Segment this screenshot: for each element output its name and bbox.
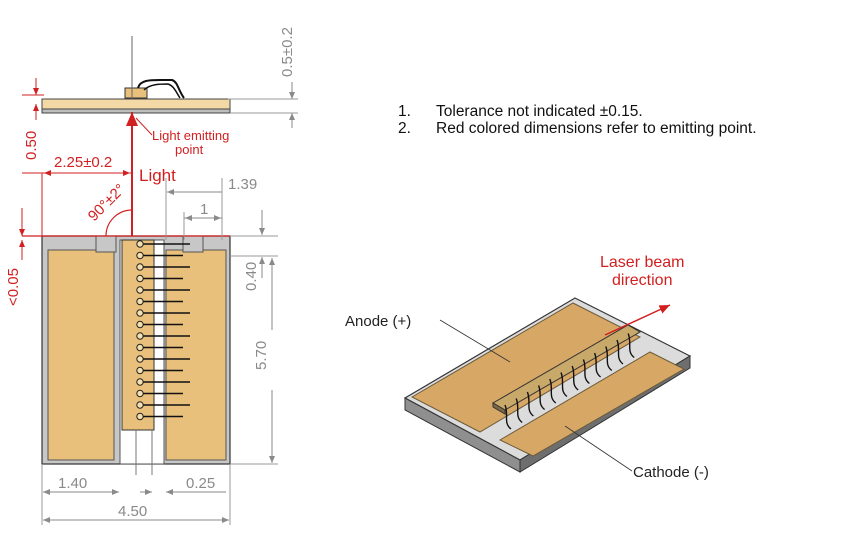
iso-bond-wire <box>515 398 523 424</box>
iso-bond-wire <box>549 378 557 404</box>
dimension-1-39: 1.39 <box>228 176 257 193</box>
bond-pad <box>136 320 144 329</box>
dimension-emit-x: 2.25±0.2 <box>54 154 112 171</box>
light-emitting-point-label-1: Light emitting <box>152 128 229 143</box>
iso-bond-wire <box>627 333 635 359</box>
bond-pad <box>136 412 144 421</box>
bond-pad <box>136 251 144 260</box>
wire-bonds <box>136 240 190 421</box>
bond-pad <box>136 389 144 398</box>
bond-pad <box>136 355 144 363</box>
iso-bond-wire <box>593 352 602 378</box>
note-2: 2. Red colored dimensions refer to emitt… <box>398 120 757 137</box>
light-label: Light <box>139 166 176 185</box>
dimension-gap: <0.05 <box>5 268 22 306</box>
dimension-top-thickness: 0.5±0.2 <box>279 27 296 77</box>
bond-pad <box>136 274 144 283</box>
emitting-point-callout: Light emitting point <box>135 117 229 157</box>
dimension-4-50: 4.50 <box>118 503 147 520</box>
note-1: 1. Tolerance not indicated ±0.15. <box>398 103 757 120</box>
note-text: Tolerance not indicated ±0.15. <box>436 103 643 120</box>
iso-bond-wire <box>560 372 568 398</box>
dimension-1: 1 <box>200 201 208 218</box>
dim-top-widths: 1.39 1 <box>165 176 257 240</box>
bond-pad <box>136 240 144 248</box>
anode-label: Anode (+) <box>345 313 411 330</box>
bond-pad <box>136 286 144 294</box>
dim-gap: <0.05 <box>5 208 25 306</box>
bond-pad <box>136 378 144 386</box>
bond-pad <box>136 366 144 375</box>
notes-list: 1. Tolerance not indicated ±0.15. 2. Red… <box>398 103 757 137</box>
cathode-label: Cathode (-) <box>633 464 709 481</box>
bond-pad <box>136 332 144 340</box>
note-text: Red colored dimensions refer to emitting… <box>436 120 757 137</box>
bond-pad <box>136 263 144 271</box>
iso-bond-wire <box>605 346 613 372</box>
iso-bond-wire <box>616 339 624 365</box>
light-arrow: Light <box>126 112 176 240</box>
iso-bond-wire <box>537 385 546 411</box>
front-view <box>41 235 231 475</box>
laser-beam-label-1: Laser beam <box>600 254 685 271</box>
dimension-1-40: 1.40 <box>58 475 87 492</box>
iso-bond-wire <box>526 391 534 417</box>
bond-pad <box>136 343 144 352</box>
dimension-0-40: 0.40 <box>243 262 260 291</box>
iso-bond-wire <box>582 359 590 385</box>
bond-pad <box>136 401 144 409</box>
laser-beam-label-2: direction <box>612 272 672 289</box>
iso-labels: Laser beam direction Anode (+) Cathode (… <box>345 254 709 481</box>
note-number: 2. <box>398 120 411 137</box>
dimension-0-25: 0.25 <box>186 475 215 492</box>
light-emitting-point-label-2: point <box>175 142 204 157</box>
dim-emit-x: 2.25±0.2 <box>41 154 130 236</box>
dim-bottom: 1.40 0.25 4.50 <box>41 464 231 525</box>
dim-right-heights: 0.40 5.70 <box>230 210 278 465</box>
bond-pad <box>136 309 144 317</box>
isometric-view <box>403 297 692 473</box>
dimension-angle: 90°±2° <box>85 181 129 225</box>
side-view: 0.5±0.2 <box>41 27 298 128</box>
iso-wire-bonds <box>504 333 635 430</box>
dimension-5-70: 5.70 <box>253 341 270 370</box>
note-number: 1. <box>398 103 411 120</box>
iso-bond-wire <box>504 404 512 430</box>
iso-bond-wire <box>571 365 579 391</box>
bond-pad <box>136 297 144 306</box>
dim-emit-height: 0.50 <box>22 78 132 174</box>
dimension-emit-height: 0.50 <box>23 131 40 160</box>
dim-angle: 90°±2° <box>85 181 133 237</box>
